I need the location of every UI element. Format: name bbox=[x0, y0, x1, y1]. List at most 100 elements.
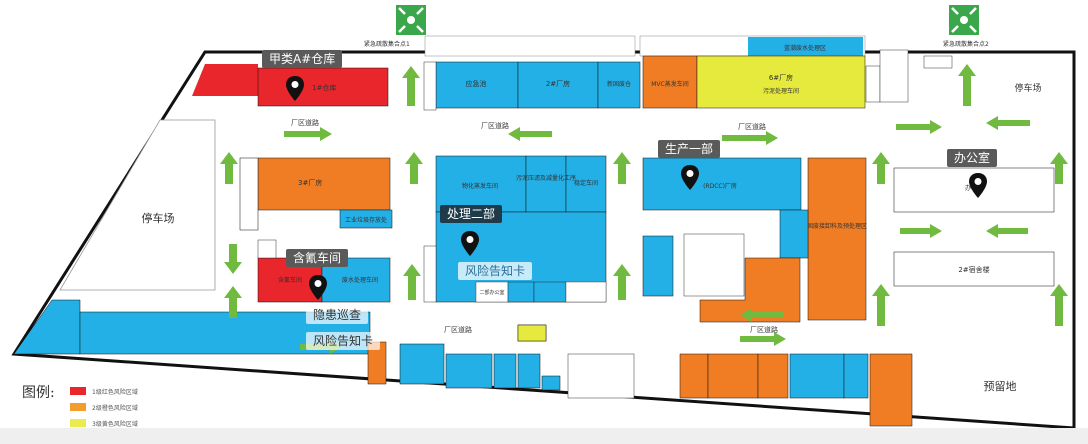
evacuation-icon bbox=[396, 5, 426, 35]
bottom-orange-3 bbox=[757, 353, 789, 399]
bottom-blue-6 bbox=[789, 353, 845, 399]
workshop6-block bbox=[696, 55, 866, 109]
small-block-3 bbox=[923, 55, 953, 69]
legend-row: 1级红色风险区域 bbox=[70, 386, 138, 396]
plant3-block bbox=[257, 157, 391, 211]
legend-row: 3级黄色风险区域 bbox=[70, 418, 138, 428]
dormitory-building bbox=[893, 251, 1055, 287]
bottom-orange-4 bbox=[869, 353, 913, 427]
risk-notice-card[interactable]: 风险告知卡 bbox=[458, 262, 533, 280]
arrow-right bbox=[900, 224, 942, 238]
left-tower bbox=[257, 239, 277, 259]
arrow-up bbox=[1050, 152, 1068, 184]
marker-label-dept1[interactable]: 生产一部 bbox=[658, 140, 721, 158]
legend-row: 2级橙色风险区域 bbox=[70, 402, 138, 412]
arrow-down bbox=[224, 244, 242, 274]
arrow-left bbox=[986, 116, 1030, 130]
waste-plant-zone bbox=[748, 37, 863, 57]
arrow-left bbox=[740, 308, 784, 322]
solid-recv-block bbox=[779, 209, 809, 259]
solid-pre-label: 固废接卸料及预处理区 bbox=[807, 222, 867, 230]
bottom-blue-2 bbox=[445, 353, 493, 389]
legend-label: 2级橙色风险区域 bbox=[92, 404, 138, 412]
plant3-label: 3#厂房 bbox=[298, 178, 322, 187]
hazwaste-storage bbox=[339, 209, 393, 229]
parking-left-label: 停车场 bbox=[142, 211, 175, 225]
arrow-up bbox=[403, 264, 421, 300]
arrow-right bbox=[740, 332, 786, 346]
evacuation-icon bbox=[949, 5, 979, 35]
location-pin-icon[interactable] bbox=[309, 275, 327, 301]
location-pin-icon[interactable] bbox=[286, 76, 304, 102]
arrow-right bbox=[896, 120, 942, 134]
marker-label-dept2[interactable]: 处理二部 bbox=[440, 205, 503, 223]
legend: 图例: 1级红色风险区域 2级橙色风险区域 3级黄色风险区域 bbox=[22, 380, 192, 428]
parking-right-label: 停车场 bbox=[1014, 82, 1041, 94]
legend-title: 图例: bbox=[22, 385, 55, 401]
road2-label: 厂区道路 bbox=[481, 121, 509, 130]
arrow-up bbox=[405, 152, 423, 184]
bottom-orange-1 bbox=[679, 353, 709, 399]
arrow-up bbox=[958, 64, 976, 106]
road5-label: 厂区道路 bbox=[444, 325, 472, 334]
location-pin-icon[interactable] bbox=[969, 173, 987, 199]
location-pin-icon[interactable] bbox=[461, 231, 479, 257]
legend-swatch-orange bbox=[70, 403, 86, 411]
hazwaste-storage-label: 工业垃圾存放处 bbox=[345, 216, 387, 224]
plant2-block bbox=[517, 61, 599, 109]
reserved-label: 预留地 bbox=[984, 380, 1017, 393]
mvc-block bbox=[642, 55, 698, 109]
white-plant bbox=[683, 233, 745, 297]
plant3-side bbox=[239, 157, 259, 231]
bottom-blue-mid bbox=[399, 343, 445, 385]
new-waste-block bbox=[597, 61, 641, 109]
legend-label: 3级黄色风险区域 bbox=[92, 420, 138, 428]
small-block-2 bbox=[879, 49, 909, 103]
arrow-left bbox=[508, 127, 552, 141]
arrow-up bbox=[224, 286, 242, 318]
stable-block bbox=[565, 155, 607, 213]
hazard-inspection-tag[interactable]: 隐患巡查 bbox=[306, 306, 369, 324]
bottom-orange-2 bbox=[707, 353, 759, 399]
parking-left-zone bbox=[59, 119, 216, 291]
arrow-left bbox=[986, 224, 1028, 238]
marker-label-office[interactable]: 办公室 bbox=[947, 149, 998, 167]
evacuation-arrows bbox=[220, 64, 1068, 354]
membrane-block bbox=[525, 155, 567, 213]
plant2-label: 2#厂房 bbox=[546, 79, 570, 88]
bottom-blue-4 bbox=[517, 353, 541, 389]
arrow-up bbox=[613, 264, 631, 300]
legend-swatch-yellow bbox=[70, 419, 86, 427]
solid-pre-block bbox=[807, 157, 867, 321]
bottom-blue-3 bbox=[493, 353, 517, 389]
material-label: 物化蒸发车间 bbox=[462, 182, 498, 190]
pool-strip bbox=[423, 61, 437, 111]
top-plot-left bbox=[424, 35, 636, 57]
office2-label: 二部办公室 bbox=[479, 289, 504, 296]
rdcc-block bbox=[642, 157, 802, 211]
marker-label-cyanide[interactable]: 含氰车间 bbox=[286, 249, 349, 267]
membrane-label: 污泥压滤及减量化工序 bbox=[516, 174, 576, 182]
assembly-point-1-label: 紧急疏散集合点1 bbox=[364, 40, 410, 48]
arrow-right bbox=[722, 131, 778, 145]
legend-swatch-red bbox=[70, 387, 86, 395]
gate-strip bbox=[423, 245, 437, 303]
small-block-1 bbox=[865, 65, 881, 103]
orange-steps bbox=[699, 257, 801, 323]
stable-label: 稳定车间 bbox=[574, 179, 598, 187]
location-pin-icon[interactable] bbox=[681, 165, 699, 191]
arrow-right bbox=[284, 127, 332, 141]
blue-low-left bbox=[642, 235, 674, 297]
road1-label: 厂区道路 bbox=[291, 118, 319, 127]
arrow-up bbox=[220, 152, 238, 184]
sludge-label: 污泥处理车间 bbox=[763, 87, 799, 95]
mvc-label: MVC蒸发车间 bbox=[651, 80, 688, 88]
wastewater-ws-label: 废水处理车间 bbox=[342, 276, 378, 284]
road-pad bbox=[517, 324, 547, 342]
warehouse-a-label: 1#仓库 bbox=[312, 83, 336, 92]
bottom-blue-7 bbox=[843, 353, 869, 399]
risk-notice-card[interactable]: 风险告知卡 bbox=[306, 332, 381, 350]
marker-label-warehouse-a[interactable]: 甲类A#仓库 bbox=[262, 50, 343, 68]
